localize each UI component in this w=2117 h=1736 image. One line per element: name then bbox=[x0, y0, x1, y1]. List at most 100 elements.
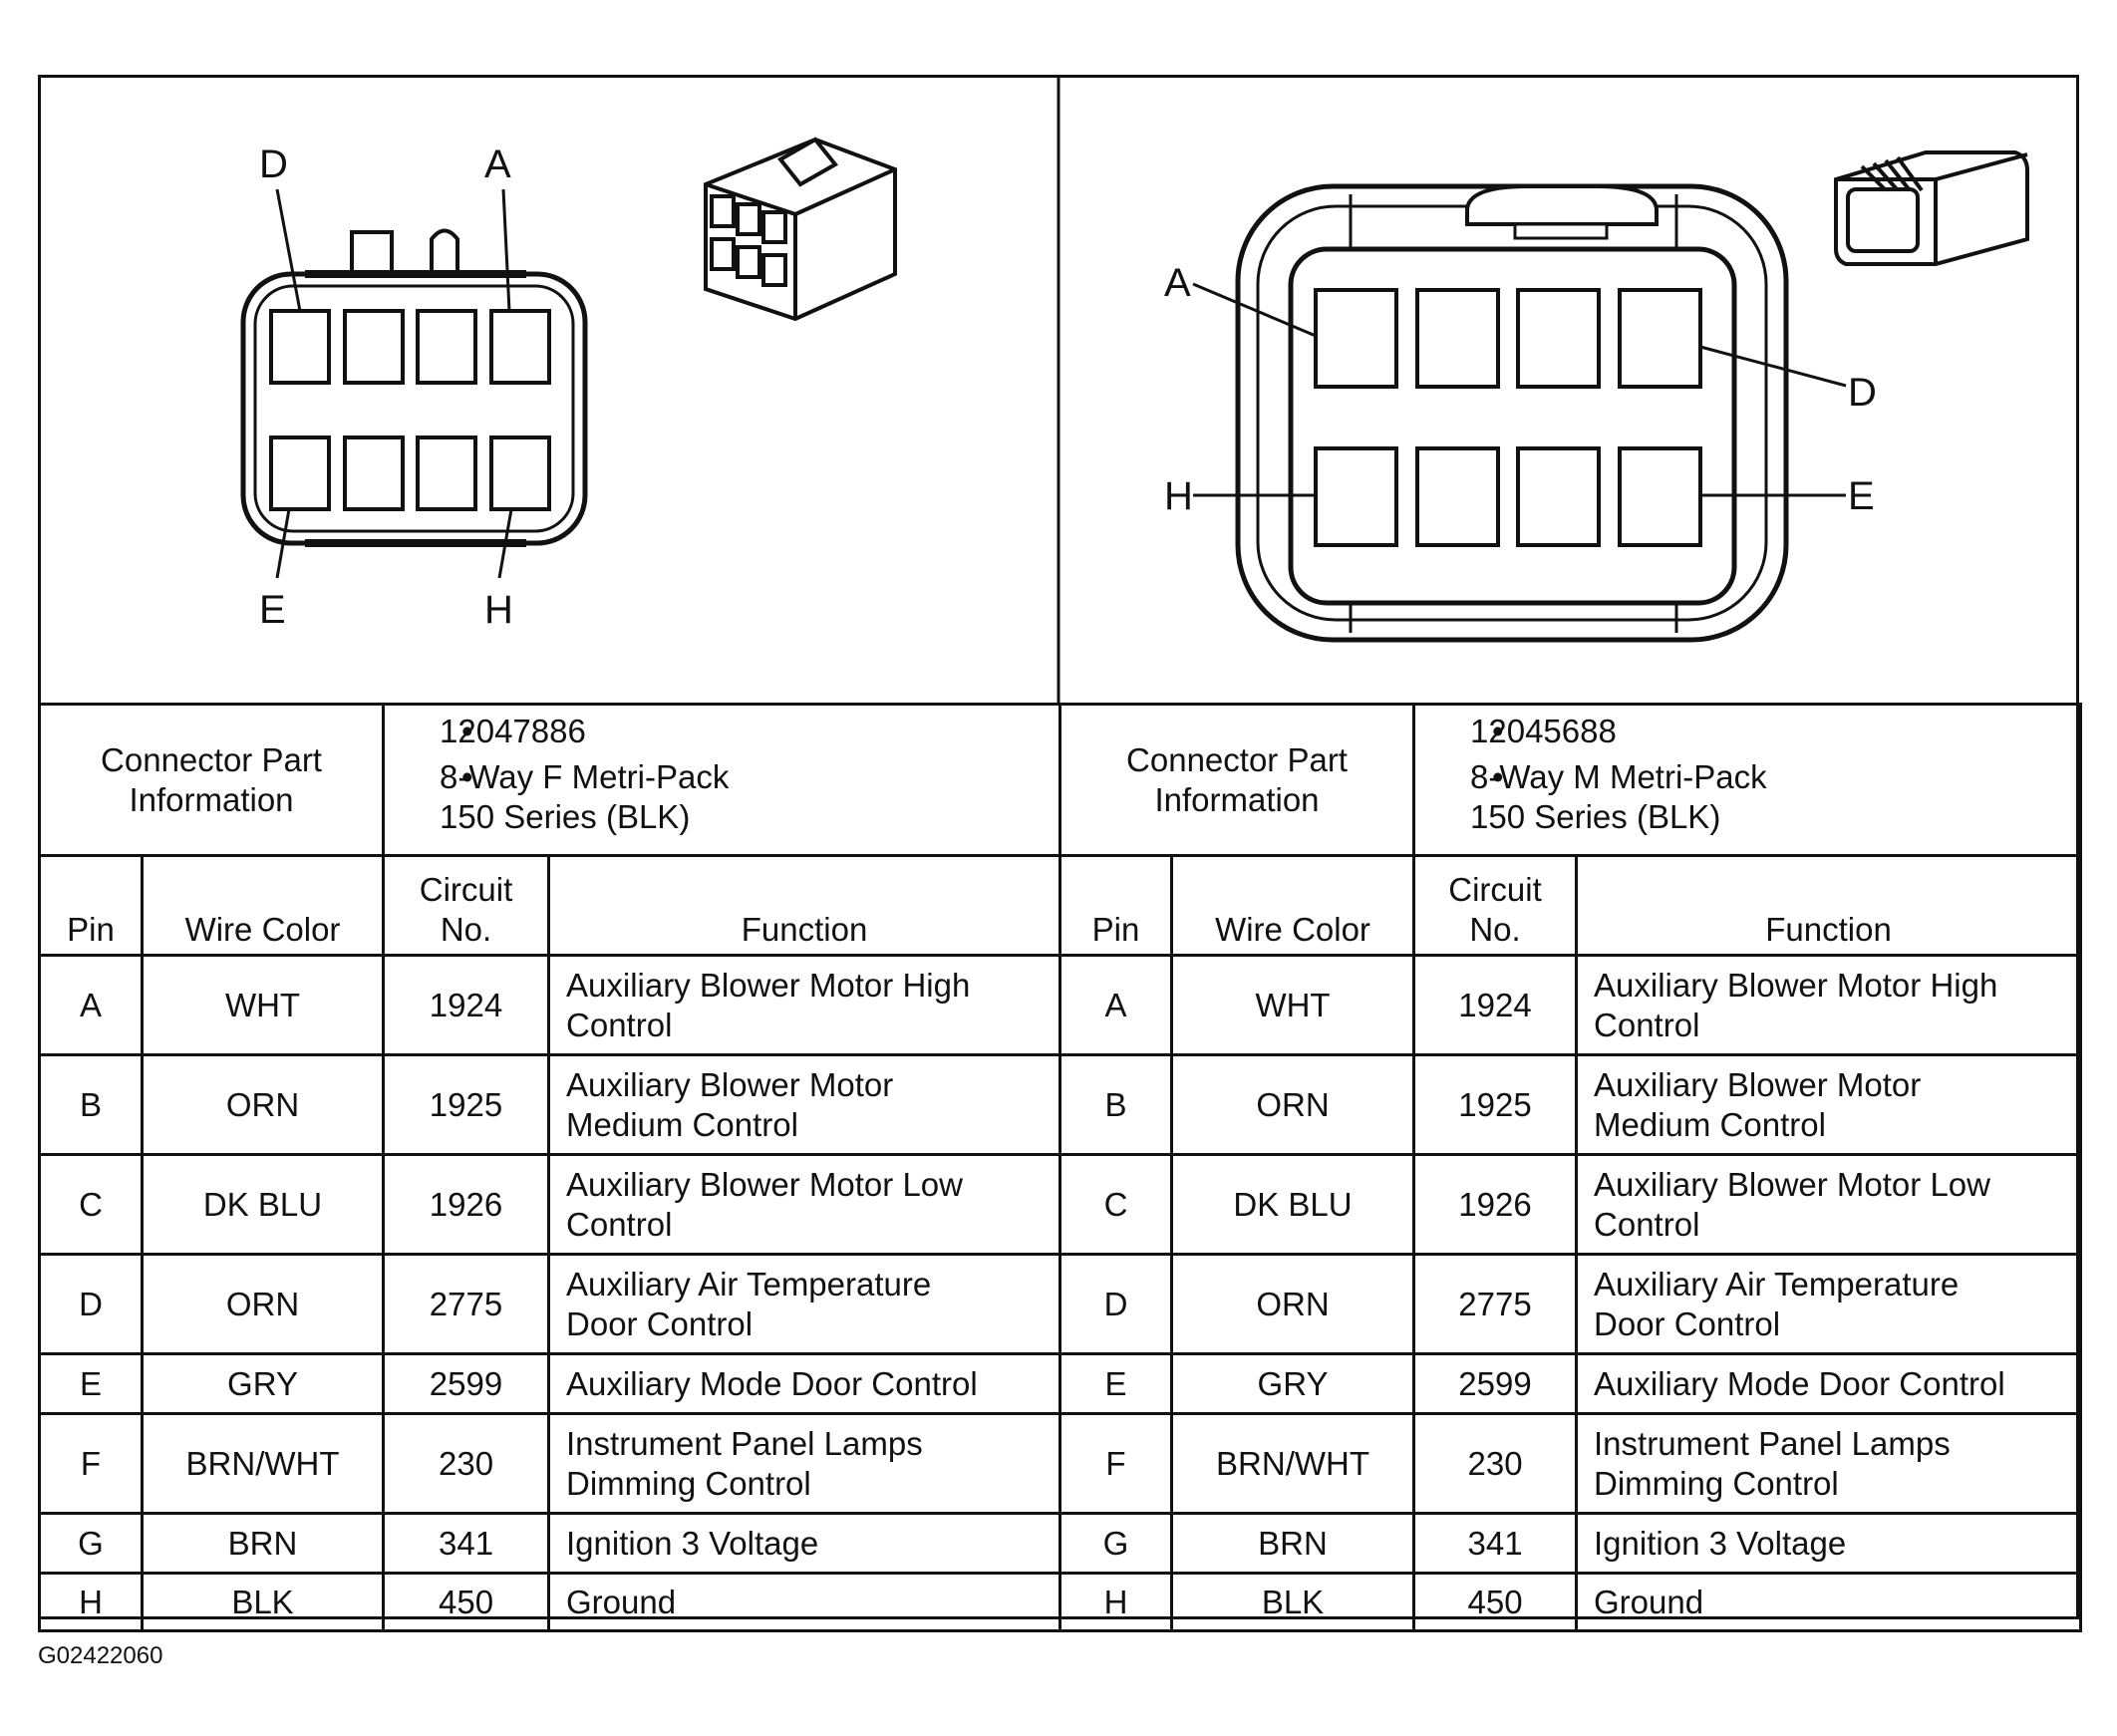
pin-cell: D bbox=[1058, 1253, 1173, 1355]
pin-cell: H bbox=[38, 1572, 144, 1632]
female-description-line2: 150 Series (BLK) bbox=[440, 798, 691, 835]
function-cell: Ground bbox=[1575, 1572, 2083, 1632]
female-label-bottom-right: H bbox=[484, 588, 513, 632]
male-label-top-left: A bbox=[1164, 261, 1191, 305]
function-cell: Auxiliary Mode Door Control bbox=[547, 1352, 1062, 1415]
female-header-function: Function bbox=[547, 854, 1062, 957]
male-description-line2: 150 Series (BLK) bbox=[1470, 798, 1721, 835]
pin-cell: C bbox=[1058, 1153, 1173, 1256]
circuit-cell: 1925 bbox=[1412, 1053, 1579, 1156]
female-pinout-table: Connector Part Information •12047886 •8-… bbox=[37, 703, 1062, 1632]
circuit-cell: 1925 bbox=[382, 1053, 551, 1156]
wire-color-cell: WHT bbox=[1169, 954, 1416, 1056]
circuit-cell: 230 bbox=[382, 1412, 551, 1515]
circuit-cell: 1926 bbox=[1412, 1153, 1579, 1256]
male-connector-panel: A D H E Connector Part Information •1204… bbox=[1058, 75, 2083, 1632]
male-connector-perspective bbox=[1834, 150, 2029, 266]
wire-color-cell: ORN bbox=[140, 1253, 386, 1355]
function-cell: Ignition 3 Voltage bbox=[1575, 1512, 2083, 1575]
wire-color-cell: ORN bbox=[140, 1053, 386, 1156]
circuit-cell: 2775 bbox=[382, 1253, 551, 1355]
wire-color-cell: BRN/WHT bbox=[140, 1412, 386, 1515]
female-label-top-left: D bbox=[259, 143, 288, 186]
circuit-cell: 2599 bbox=[1412, 1352, 1579, 1415]
female-connector-perspective bbox=[704, 137, 897, 322]
pin-cell: D bbox=[38, 1253, 144, 1355]
circuit-cell: 1924 bbox=[1412, 954, 1579, 1056]
function-cell: Ground bbox=[547, 1572, 1062, 1632]
male-connector-drawing: A D H E bbox=[1058, 75, 2079, 703]
figure-id: G02422060 bbox=[38, 1642, 163, 1669]
male-description-line1: 8-Way M Metri-Pack bbox=[1470, 758, 1767, 795]
male-pinout-table: Connector Part Information •12045688 •8-… bbox=[1058, 703, 2083, 1632]
circuit-cell: 341 bbox=[1412, 1512, 1579, 1575]
wire-color-cell: GRY bbox=[140, 1352, 386, 1415]
pin-cell: G bbox=[1058, 1512, 1173, 1575]
wire-color-cell: BLK bbox=[140, 1572, 386, 1632]
female-part-info-list: •12047886 •8-Way F Metri-Pack 150 Series… bbox=[382, 703, 1062, 857]
circuit-cell: 1924 bbox=[382, 954, 551, 1056]
pin-cell: B bbox=[38, 1053, 144, 1156]
pin-cell: A bbox=[1058, 954, 1173, 1056]
pin-cell: G bbox=[38, 1512, 144, 1575]
wire-color-cell: BRN bbox=[1169, 1512, 1416, 1575]
male-part-info-row: Connector Part Information •12045688 •8-… bbox=[1058, 703, 2083, 857]
male-part-info-title: Connector Part Information bbox=[1058, 703, 1416, 857]
male-label-bottom-left: H bbox=[1164, 474, 1193, 518]
function-cell: Ignition 3 Voltage bbox=[547, 1512, 1062, 1575]
pin-cell: B bbox=[1058, 1053, 1173, 1156]
male-header-pin: Pin bbox=[1058, 854, 1173, 957]
circuit-cell: 450 bbox=[1412, 1572, 1579, 1632]
male-label-top-right: D bbox=[1848, 371, 1877, 415]
circuit-cell: 1926 bbox=[382, 1153, 551, 1256]
female-part-info-title: Connector Part Information bbox=[37, 703, 386, 857]
pin-cell: E bbox=[38, 1352, 144, 1415]
female-part-info-row: Connector Part Information •12047886 •8-… bbox=[37, 703, 1062, 857]
wire-color-cell: DK BLU bbox=[1169, 1153, 1416, 1256]
wire-color-cell: ORN bbox=[1169, 1253, 1416, 1355]
male-header-function: Function bbox=[1575, 854, 2083, 957]
female-connector-drawing: D A E H bbox=[38, 75, 1058, 703]
wire-color-cell: BLK bbox=[1169, 1572, 1416, 1632]
circuit-cell: 341 bbox=[382, 1512, 551, 1575]
wire-color-cell: ORN bbox=[1169, 1053, 1416, 1156]
male-part-number: 12045688 bbox=[1470, 713, 1617, 749]
circuit-cell: 230 bbox=[1412, 1412, 1579, 1515]
circuit-cell: 2775 bbox=[1412, 1253, 1579, 1355]
male-label-bottom-right: E bbox=[1848, 474, 1875, 518]
function-cell: Auxiliary Mode Door Control bbox=[1575, 1352, 2083, 1415]
female-label-bottom-left: E bbox=[259, 588, 286, 632]
male-header-wire-color: Wire Color bbox=[1169, 854, 1416, 957]
wire-color-cell: BRN bbox=[140, 1512, 386, 1575]
pin-cell: E bbox=[1058, 1352, 1173, 1415]
wire-color-cell: GRY bbox=[1169, 1352, 1416, 1415]
pin-cell: H bbox=[1058, 1572, 1173, 1632]
connector-sheet: D A E H Connector Part Information •1204… bbox=[37, 75, 2083, 1632]
female-description-line1: 8-Way F Metri-Pack bbox=[440, 758, 730, 795]
circuit-cell: 2599 bbox=[382, 1352, 551, 1415]
